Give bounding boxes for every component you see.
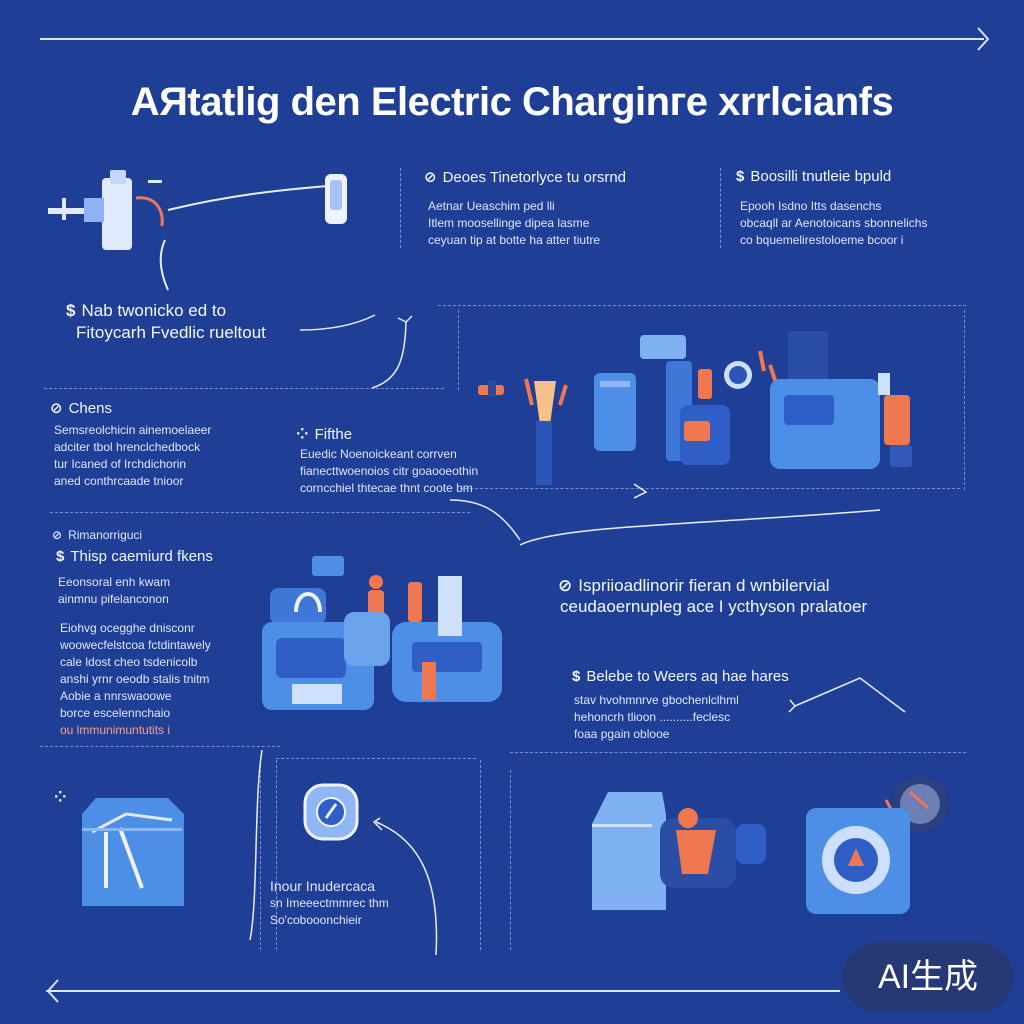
right-mid-subheading: $ Belebe to Weers aq hae hares [572, 668, 789, 685]
text-line: ceyuan tip at botte ha atter tiutre [428, 233, 601, 247]
text-line: adciter tbol hrenclchedbock [54, 440, 201, 454]
top-rule [40, 38, 984, 40]
text-line: cale ldost cheo tsdenicolb [60, 655, 198, 669]
bullet-icon: ⁘ [54, 789, 67, 806]
divider [276, 758, 476, 759]
left-lower-label-text: Rimanorriguci [68, 528, 143, 542]
bullet-icon: $ [56, 548, 65, 565]
bottom-mid-body: Inour Inudercaca sn Imeeectmmrec thm So'… [270, 878, 389, 929]
charging-user-scene [592, 792, 766, 910]
divider [964, 310, 965, 490]
text-line: stav hvohmnrve gbochenlclhml [574, 693, 739, 707]
text-line: co bquemelirestoloeme bcoor i [740, 233, 904, 247]
divider [260, 760, 261, 950]
charging-station-scene [478, 331, 912, 485]
divider [438, 305, 966, 306]
text-line: tur Icaned of Irchdichorin [54, 457, 187, 471]
charging-connector-icon [325, 174, 347, 224]
top-right-heading: $ Boosilli tnutleie bpuld [736, 168, 891, 185]
left-mid-heading: ⊘ Chens [50, 399, 112, 417]
charging-plug-illustration [48, 170, 164, 250]
bullet-icon: ⁘ [296, 426, 309, 443]
divider [720, 168, 721, 248]
text-line: So'cobooonchieir [270, 913, 362, 927]
charging-box-illustration [82, 798, 184, 906]
divider [460, 488, 960, 489]
text-line: corncchiel thtecae thnt coote bm [300, 481, 473, 495]
text-line: Inour Inudercaca [270, 878, 376, 894]
center-mid-heading-text: Fifthe [314, 426, 353, 443]
top-left-heading-text: Nab twonicko ed to [81, 301, 227, 320]
bottom-left-marker: ⁘ [54, 788, 73, 806]
ai-generated-badge: AI生成 [842, 942, 1014, 1012]
top-mid-heading: ⊘ Deoes Tinetorlyce tu orsrnd [424, 168, 626, 186]
divider [44, 388, 444, 389]
left-lower-heading: $ Thisp caemiurd fkens [56, 548, 213, 565]
text-line: aned conthrcaade tnioor [54, 474, 184, 488]
divider [50, 512, 470, 513]
left-lower-heading-text: Thisp caemiurd fkens [70, 548, 213, 565]
text-line: woowecfelstcoa fctdintawely [60, 638, 211, 652]
text-line: Aobie a nnrswaoowe [60, 689, 172, 703]
left-lower-body: Eiohvg ocegghe dnisconr woowecfelstcoa f… [60, 620, 211, 739]
bullet-icon: $ [572, 668, 581, 685]
right-mid-heading-2: ceudaoernupleg ace I ycthyson pralatoer [560, 597, 868, 616]
bottom-rule [46, 990, 840, 992]
left-mid-heading-text: Chens [68, 400, 112, 417]
left-mid-body: Semsreolchicin ainemoelaeer adciter tbol… [54, 422, 211, 490]
top-rule-arrow-icon [977, 27, 990, 51]
text-line: ainmnu pifelanconon [58, 592, 169, 606]
left-lower-label: ⊘ Rimanorriguci [52, 527, 142, 544]
text-line: ou lmmunimuntutits i [60, 723, 171, 737]
electric-vehicle-scene [262, 556, 502, 710]
text-line: Semsreolchicin ainemoelaeer [54, 423, 212, 437]
divider [458, 310, 459, 390]
center-mid-heading: ⁘ Fifthe [296, 425, 352, 443]
top-right-heading-text: Boosilli tnutleie bpuld [750, 168, 892, 185]
top-left-heading-2: Fitoycarh Fvedlic rueltout [76, 323, 266, 342]
right-mid-heading-1: ⊘ Ispriioadlinorir fieran d wnbilervial [558, 575, 830, 597]
divider [276, 760, 277, 950]
text-line: hehoncrh tlioon ..........feclesc [574, 710, 731, 724]
divider [40, 746, 280, 747]
divider [510, 770, 511, 950]
bullet-icon: ⊘ [52, 528, 63, 542]
left-lower-intro: Eeonsoral enh kwam ainmnu pifelanconon [58, 574, 170, 608]
right-mid-subheading-text: Belebe to Weers aq hae hares [586, 668, 789, 685]
divider [510, 752, 966, 753]
charge-gauge-icon [303, 783, 359, 841]
right-mid-body: stav hvohmnrve gbochenlclhml hehoncrh tl… [574, 692, 739, 743]
center-mid-body: Euedic Noenoickeant corrven fianecttwoen… [300, 446, 478, 497]
top-right-body: Epooh Isdno Itts dasenchs obcaqll ar Aen… [740, 198, 927, 249]
bottom-rule-arrow-icon [46, 979, 59, 1003]
text-line: anshi yrnr oeodb stalis tnitm [60, 672, 210, 686]
top-mid-body: Aetnar Ueaschim ped lli Itlem mooselling… [428, 198, 600, 249]
text-line: borce escelennchaio [60, 706, 171, 720]
text-line: Eiohvg ocegghe dnisconr [60, 621, 195, 635]
bullet-icon: $ [66, 301, 76, 320]
bullet-icon: ⊘ [558, 576, 573, 595]
right-mid-heading-1-text: Ispriioadlinorir fieran d wnbilervial [578, 576, 830, 595]
page-title: AЯtatlig den Electric Charginге xrrlcian… [130, 80, 894, 124]
text-line: sn Imeeectmmrec thm [270, 896, 389, 910]
top-mid-heading-text: Deoes Tinetorlyce tu orsrnd [442, 169, 626, 186]
bullet-icon: ⊘ [50, 400, 63, 417]
divider [480, 760, 481, 950]
text-line: Epooh Isdno Itts dasenchs [740, 199, 882, 213]
top-left-heading: $ Nab twonicko ed to [66, 300, 226, 322]
bullet-icon: $ [736, 168, 745, 185]
text-line: Aetnar Ueaschim ped lli [428, 199, 555, 213]
text-line: foaa pgain oblooe [574, 727, 670, 741]
text-line: Eeonsoral enh kwam [58, 575, 171, 589]
text-line: Itlem moosellinge dipea lasme [428, 216, 590, 230]
bullet-icon: ⊘ [424, 169, 437, 186]
text-line: fianecttwoenoios citr goaooeothin [300, 464, 479, 478]
text-line: obcaqll ar Aenotoicans sbonnelichs [740, 216, 928, 230]
charging-gauge-illustration [806, 776, 948, 914]
text-line: Euedic Noenoickeant corrven [300, 447, 457, 461]
divider [400, 168, 401, 248]
